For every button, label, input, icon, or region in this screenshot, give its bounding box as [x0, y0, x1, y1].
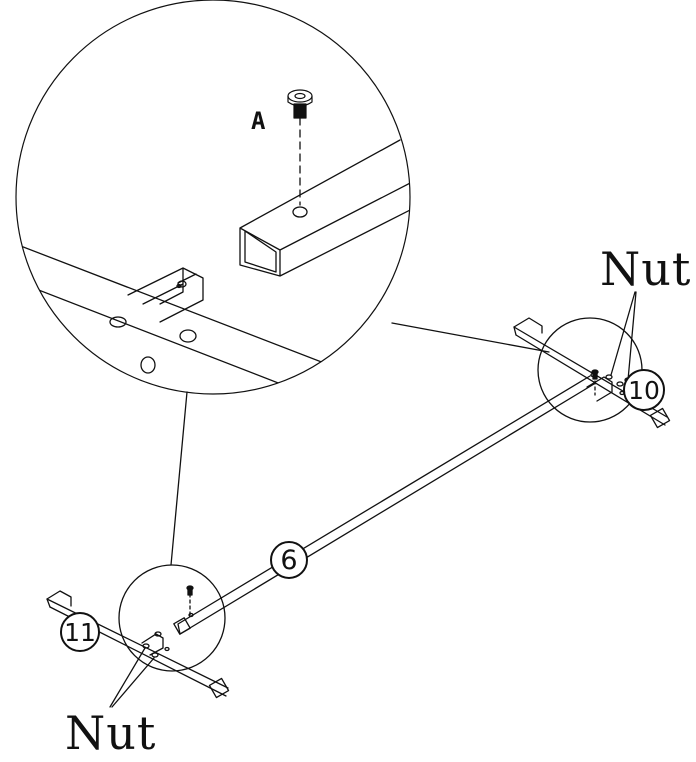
detail-screw	[287, 89, 313, 119]
screw-left	[186, 585, 194, 616]
detail-hole-2	[179, 329, 197, 343]
detail-hole-1	[109, 316, 127, 328]
detail-bracket	[127, 267, 204, 323]
connector-right	[391, 322, 550, 353]
part-number-10: 10	[623, 369, 665, 411]
screw-label-a: A	[251, 107, 266, 135]
detail-crossbar	[16, 237, 410, 394]
nut-label-bottom: Nut	[65, 706, 157, 760]
zoom-circle-right	[537, 317, 643, 423]
detail-tube-hole	[292, 206, 308, 218]
screw-right	[591, 369, 599, 396]
detail-hole-3	[140, 356, 156, 374]
bar-6	[177, 375, 595, 635]
connector-left	[170, 391, 188, 566]
nut-label-top: Nut	[600, 242, 692, 296]
part-number-6: 6	[270, 541, 308, 579]
detail-magnifier	[15, 0, 411, 395]
detail-tube	[239, 139, 410, 277]
nut-leader-top	[610, 291, 637, 381]
zoom-circle-left	[118, 564, 226, 672]
part-number-11: 11	[60, 612, 100, 652]
nut-leader-bottom	[109, 647, 155, 708]
